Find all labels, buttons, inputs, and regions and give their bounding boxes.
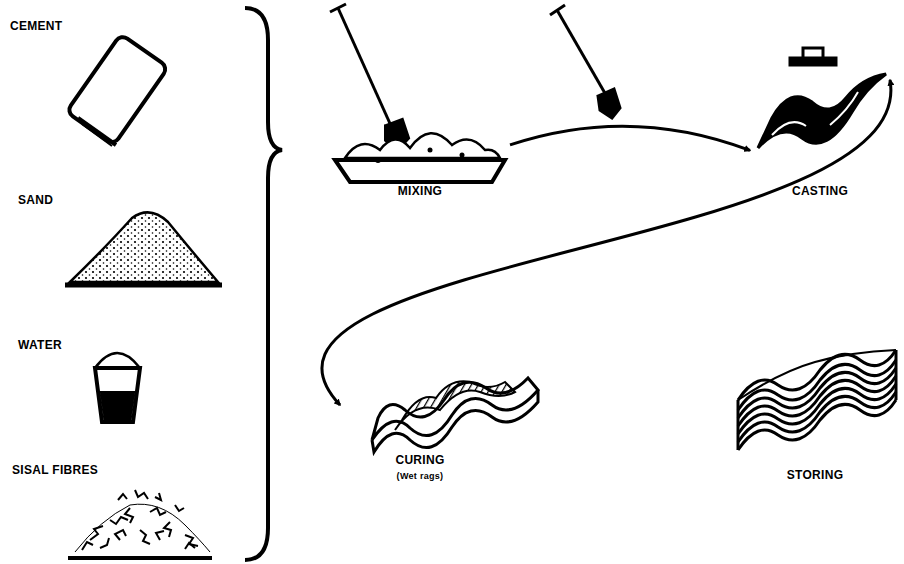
shovel-part [550,5,565,15]
sand-pile-part [65,283,222,288]
shovel [550,5,620,118]
step-note: (Wet rags) [340,471,500,482]
trowel-part [803,48,823,58]
tile-stack-part [737,400,740,450]
cement-bag-part [66,34,168,145]
cement-bag-part [82,124,112,146]
flow-arrow [322,80,891,405]
tile-stack-part [738,350,896,400]
casting-tile [758,74,886,148]
process-step: CURING (Wet rags) [340,365,500,490]
sisal-fibres-part [135,490,148,499]
sisal-fibres-part [125,508,133,523]
tile-stack [738,350,896,450]
ingredient-item: SAND [5,190,225,290]
casting-tile-part [758,74,886,148]
mixing-trough-part [330,4,346,12]
step-label: WATER [18,338,62,352]
step-label: STORING [730,468,900,482]
cement-bag [66,34,168,146]
sisal-fibres-part [90,526,103,540]
mixing-trough-part [345,133,500,158]
mixing-trough-part [338,8,392,128]
sand-pile-part [70,212,218,282]
step-label: SAND [18,193,53,207]
mixing-trough [330,4,505,182]
ingredient-item: CEMENT [5,15,165,155]
sisal-fibres-part [155,493,161,500]
ingredient-item: SISAL FIBRES [5,460,220,560]
flow-arrow [510,126,750,150]
sisal-fibres-part [100,538,109,548]
sisal-fibres [68,490,212,558]
step-label: CASTING [750,184,890,198]
tile-stack-part [895,350,898,400]
sisal-fibres-part [110,517,128,524]
process-step: CASTING [750,40,890,200]
shovel-part [598,89,620,118]
mixing-trough-part [335,160,505,182]
tile-stack-part [738,400,896,450]
step-label: CURING [340,453,500,467]
sisal-fibres-part [175,505,184,511]
casting-tile-part [772,122,806,135]
trowel-part [790,58,836,65]
sisal-fibres-part [75,504,210,552]
curing-tile-part [372,378,538,440]
sisal-fibres-part [115,530,126,540]
water-bucket-part [95,353,140,368]
step-label: SISAL FIBRES [12,463,98,477]
brace [245,8,282,560]
sand-pile [65,212,222,285]
sisal-fibres-part [150,508,166,515]
curing-tile-part [372,390,538,452]
water-bucket-part [95,368,140,422]
sisal-fibres-part [82,542,93,550]
casting-tile-part [830,92,858,125]
sisal-fibres-part [68,556,212,560]
sisal-fibres-part [118,494,127,500]
step-label: CEMENT [10,19,62,33]
sisal-fibres-part [156,531,164,540]
water-bucket [95,353,140,422]
process-step: STORING [730,360,900,485]
cement-bag-part [78,118,116,145]
shovel-part [557,10,606,95]
water-bucket-part [100,392,135,420]
sisal-fibres-part [140,530,150,544]
mixing-trough-part [428,148,433,153]
trowel [790,48,836,65]
sisal-fibres-part [164,522,171,537]
step-label: MIXING [330,184,510,198]
sisal-fibres-part [185,543,195,549]
process-step: MIXING [330,105,510,200]
curing-tile [372,378,538,452]
mixing-trough-part [460,153,465,158]
ingredient-item: WATER [5,335,155,430]
